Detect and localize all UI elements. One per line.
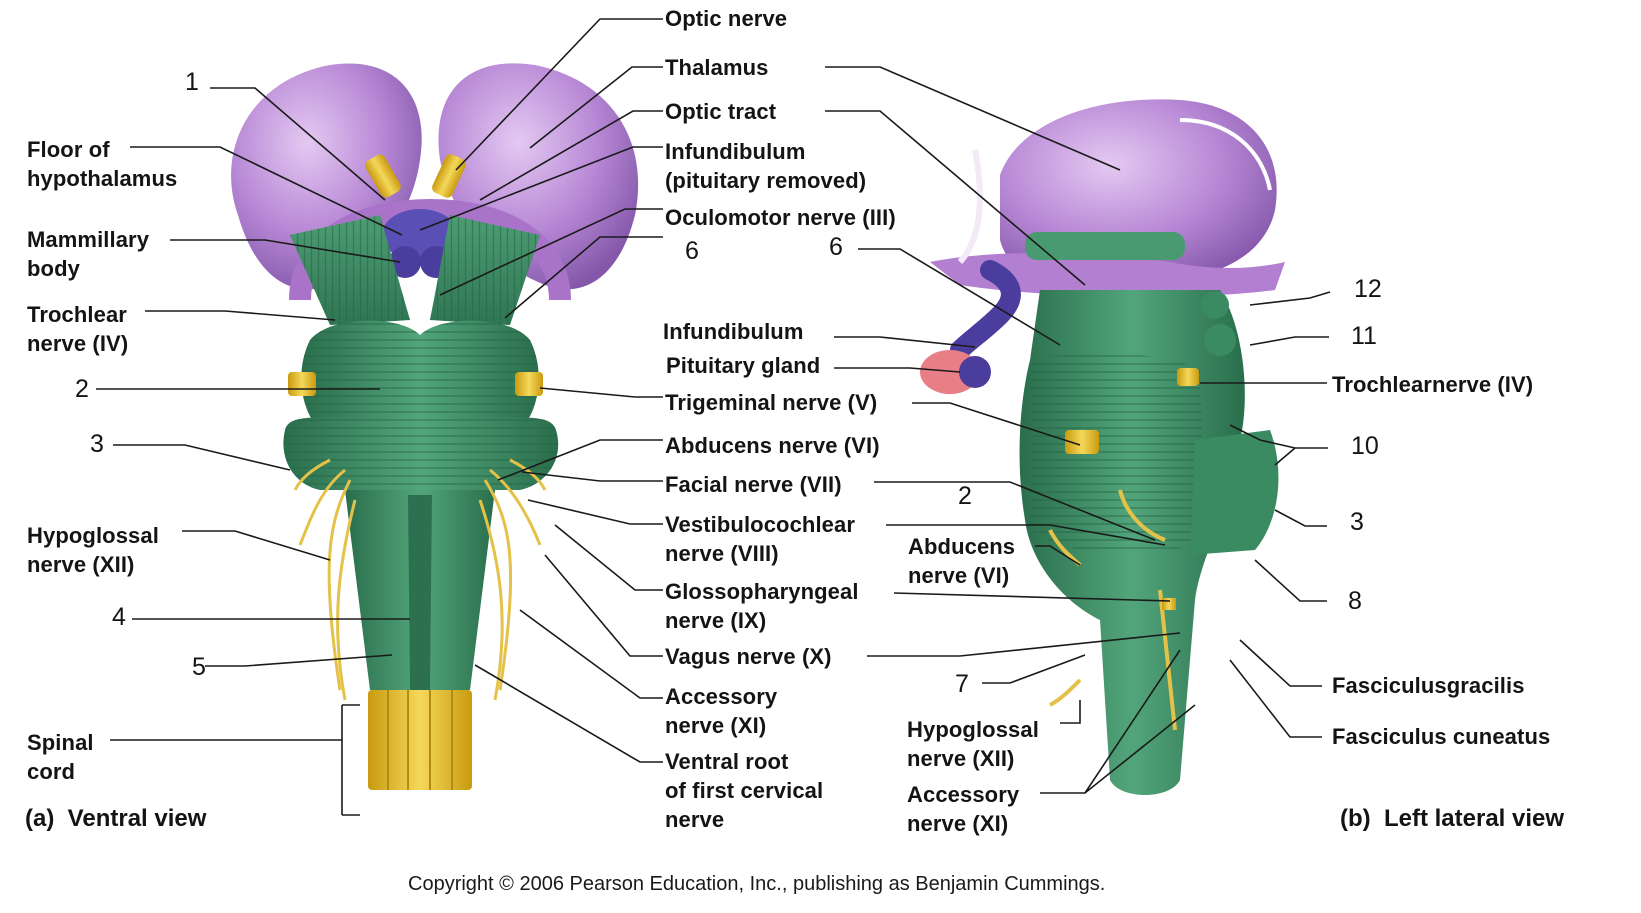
label-infundibulum-removed: Infundibulum (pituitary removed)	[665, 139, 867, 193]
number-6-ventral: 6	[685, 237, 699, 265]
label-thalamus: Thalamus	[665, 55, 769, 80]
caption-left-lateral-view: (b) Left lateral view	[1340, 805, 1565, 832]
label-abducens-nerve-b: Abducens nerve (VI)	[908, 534, 1016, 588]
label-optic-tract: Optic tract	[665, 99, 777, 124]
label-vestibulocochlear-nerve: Vestibulocochlear nerve (VIII)	[665, 512, 855, 566]
label-infundibulum: Infundibulum	[663, 319, 804, 344]
label-mammillary-body: Mammillary body	[27, 227, 150, 281]
label-ventral-root-first-cervical-nerve: Ventral root of first cervical nerve	[665, 749, 824, 832]
label-accessory-nerve-b: Accessory nerve (XI)	[907, 782, 1020, 836]
label-trochlear-nerve-b: Trochlearnerve (IV)	[1332, 372, 1534, 397]
label-accessory-nerve-a: Accessory nerve (XI)	[665, 684, 778, 738]
label-spinal-cord: Spinal cord	[27, 730, 94, 784]
number-2-ventral: 2	[75, 375, 89, 403]
label-fasciculus-cuneatus: Fasciculus cuneatus	[1332, 724, 1551, 749]
copyright-notice: Copyright © 2006 Pearson Education, Inc.…	[408, 873, 1106, 895]
label-oculomotor-nerve: Oculomotor nerve (III)	[665, 205, 896, 230]
caption-ventral-view: (a) Ventral view	[25, 805, 207, 832]
label-optic-nerve: Optic nerve	[665, 6, 788, 31]
leader-lines	[96, 18, 1331, 816]
label-floor-of-hypothalamus: Floor of hypothalamus	[27, 137, 178, 191]
number-11: 11	[1351, 322, 1377, 350]
label-facial-nerve: Facial nerve (VII)	[665, 472, 842, 497]
number-8: 8	[1348, 587, 1362, 615]
label-hypoglossal-nerve-a: Hypoglossal nerve (XII)	[27, 523, 159, 577]
label-glossopharyngeal-nerve: Glossopharyngeal nerve (IX)	[665, 579, 859, 633]
number-6-lateral: 6	[829, 233, 843, 261]
number-1: 1	[185, 68, 199, 96]
label-vagus-nerve: Vagus nerve (X)	[665, 644, 832, 669]
ventral-view-art	[231, 63, 639, 790]
number-7: 7	[955, 670, 969, 698]
number-5: 5	[192, 653, 206, 681]
number-12: 12	[1354, 275, 1382, 303]
number-3-ventral: 3	[90, 430, 104, 458]
label-trochlear-nerve-a: Trochlear nerve (IV)	[27, 302, 129, 356]
number-4: 4	[112, 603, 126, 631]
label-trigeminal-nerve: Trigeminal nerve (V)	[665, 390, 878, 415]
lateral-view-art	[920, 99, 1285, 795]
label-abducens-nerve-a: Abducens nerve (VI)	[665, 433, 880, 458]
label-pituitary-gland: Pituitary gland	[666, 353, 821, 378]
label-fasciculus-gracilis: Fasciculusgracilis	[1332, 673, 1525, 698]
number-3-lateral: 3	[1350, 508, 1364, 536]
number-10: 10	[1351, 432, 1379, 460]
number-2-lateral: 2	[958, 482, 972, 510]
label-hypoglossal-nerve-b: Hypoglossal nerve (XII)	[907, 717, 1039, 771]
